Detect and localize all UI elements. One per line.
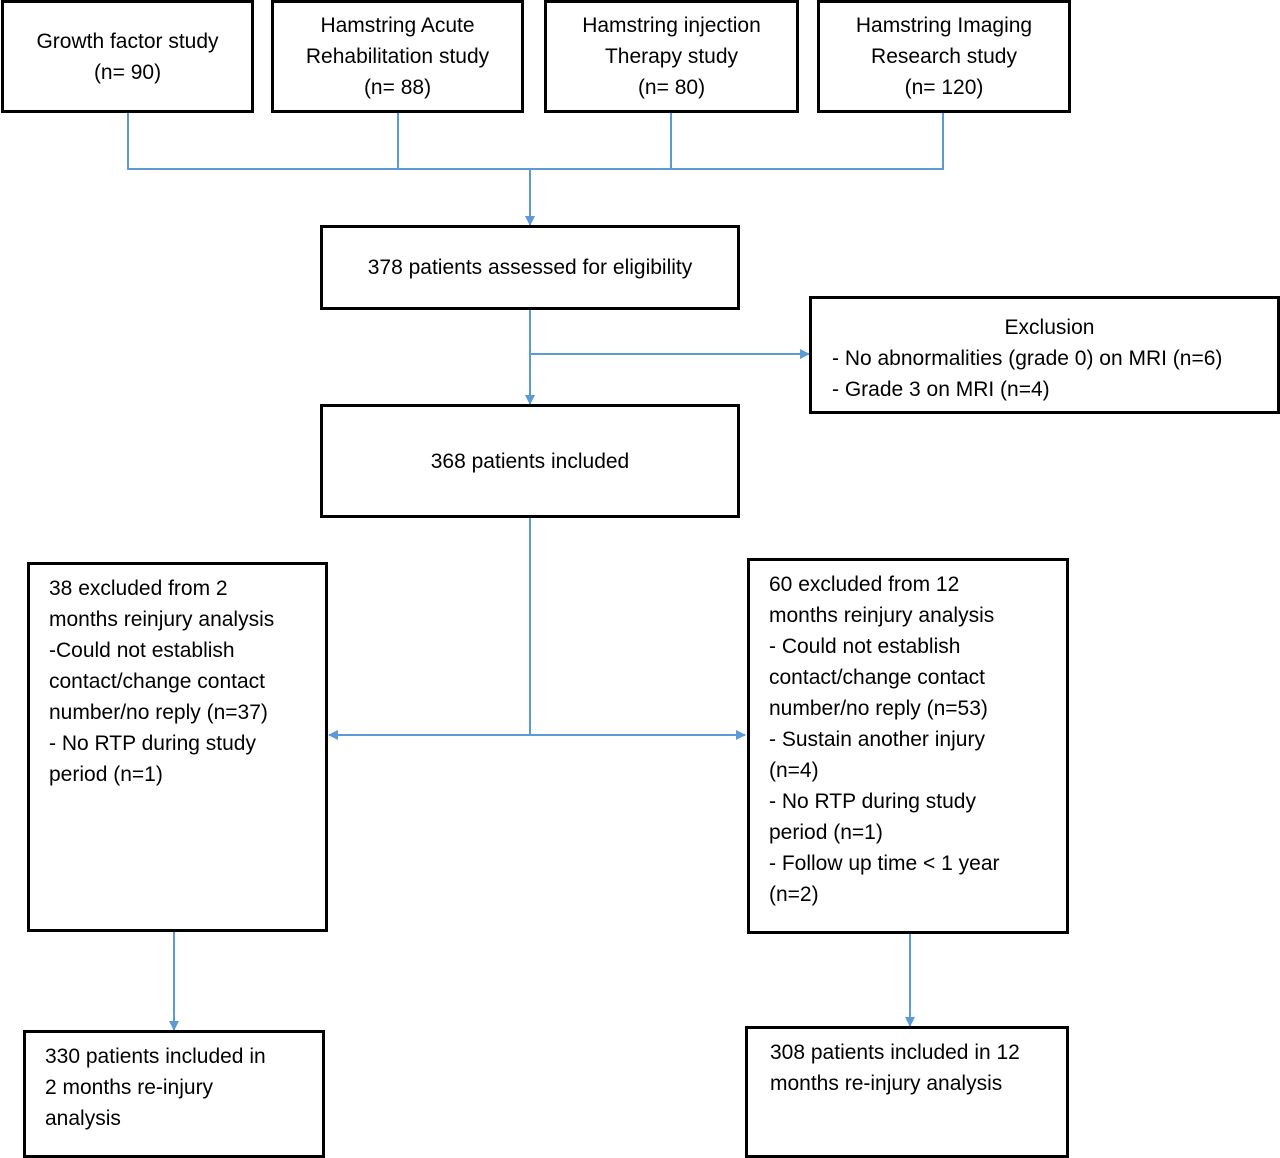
excluded-12m-line: - Follow up time < 1 year [769,852,1000,875]
excluded-12m-line: contact/change contact [769,666,985,689]
source-box-line: Research study [871,45,1017,68]
source-box-growth-factor: Growth factor study (n= 90) [1,0,254,113]
excluded-2-months-box: 38 excluded from 2 months reinjury analy… [27,562,328,932]
final-2m-line: 2 months re-injury [45,1076,214,1099]
source-box-line: Growth factor study [36,29,219,53]
source-box-hamstring-imaging: Hamstring Imaging Research study (n= 120… [817,0,1071,113]
excluded-12-months-box: 60 excluded from 12 months reinjury anal… [747,558,1069,934]
exclusion-item: - No abnormalities (grade 0) on MRI (n=6… [832,347,1223,370]
excluded-2m-line: number/no reply (n=37) [49,701,268,724]
excluded-12m-line: - Could not establish [769,635,961,658]
final-2m-line: analysis [45,1107,121,1130]
excluded-12m-line: (n=4) [769,759,819,782]
source-box-line: Hamstring Acute [320,14,475,37]
source-box-hamstring-injection: Hamstring injection Therapy study (n= 80… [544,0,799,113]
excluded-12m-line: number/no reply (n=53) [769,697,988,720]
excluded-2m-line: period (n=1) [49,763,163,786]
exclusion-title: Exclusion [1004,316,1095,339]
excluded-12m-line: - No RTP during study [769,790,976,813]
final-12m-line: months re-injury analysis [770,1072,1003,1095]
excluded-12m-line: period (n=1) [769,821,883,844]
excluded-2m-line: months reinjury analysis [49,608,275,631]
final-12-months-box: 308 patients included in 12 months re-in… [745,1026,1069,1158]
source-box-line: (n= 88) [363,76,432,99]
final-2-months-box: 330 patients included in 2 months re-inj… [23,1030,325,1158]
excluded-2m-line: -Could not establish [49,639,235,662]
included-box: 368 patients included [320,404,740,518]
assessed-box: 378 patients assessed for eligibility [320,225,740,310]
excluded-12m-line: - Sustain another injury [769,728,985,751]
final-2m-line: 330 patients included in [45,1045,266,1068]
excluded-2m-line: 38 excluded from 2 [49,577,228,600]
source-box-line: (n= 90) [93,60,162,84]
source-box-line: Hamstring Imaging [855,14,1033,37]
excluded-12m-line: 60 excluded from 12 [769,573,960,596]
source-box-hamstring-acute-rehab: Hamstring Acute Rehabilitation study (n=… [271,0,524,113]
source-box-line: (n= 80) [637,76,706,99]
exclusion-box: Exclusion - No abnormalities (grade 0) o… [809,296,1280,414]
excluded-2m-line: contact/change contact [49,670,265,693]
assessed-text: 378 patients assessed for eligibility [367,256,693,279]
final-12m-line: 308 patients included in 12 [770,1041,1020,1064]
included-text: 368 patients included [430,449,630,473]
source-box-line: Therapy study [604,45,739,68]
excluded-12m-line: months reinjury analysis [769,604,995,627]
source-box-line: Rehabilitation study [305,45,490,68]
source-box-line: Hamstring injection [582,14,761,37]
excluded-2m-line: - No RTP during study [49,732,256,755]
exclusion-item: - Grade 3 on MRI (n=4) [832,378,1050,401]
source-box-line: (n= 120) [904,76,984,99]
excluded-12m-line: (n=2) [769,883,819,906]
